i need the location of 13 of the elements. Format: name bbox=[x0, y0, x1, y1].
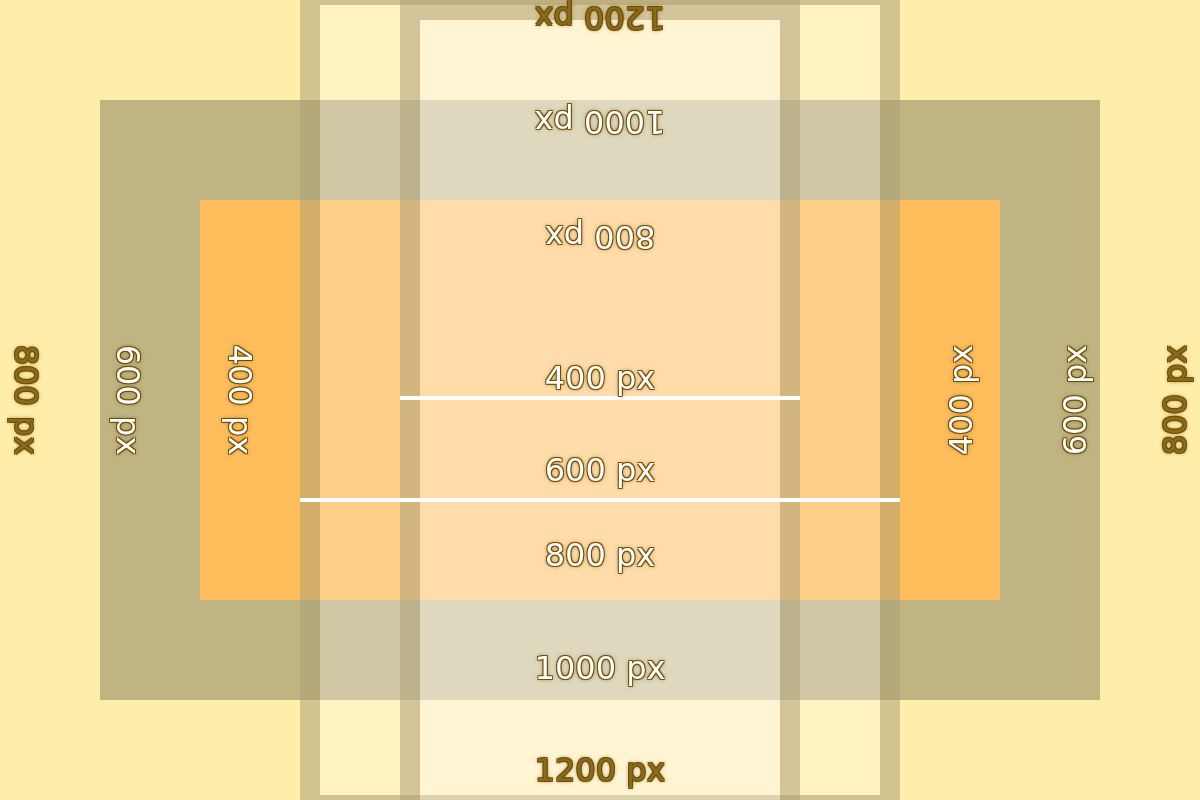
dimension-label: 600 px bbox=[544, 454, 656, 486]
screen-rectangle bbox=[200, 200, 1000, 600]
size-label: 1200 px bbox=[534, 754, 666, 786]
size-label: 800 px bbox=[544, 539, 656, 571]
size-label: 600 px bbox=[112, 344, 144, 456]
size-label: 1000 px bbox=[534, 106, 666, 138]
size-label: 400 px bbox=[224, 344, 256, 456]
size-label: 1000 px bbox=[534, 652, 666, 684]
screen-rectangle bbox=[100, 100, 1100, 700]
size-label: 800 px bbox=[544, 221, 656, 253]
size-label: 800 px bbox=[10, 344, 42, 456]
dimension-label: 400 px bbox=[544, 362, 656, 394]
size-label: 1200 px bbox=[534, 2, 666, 34]
